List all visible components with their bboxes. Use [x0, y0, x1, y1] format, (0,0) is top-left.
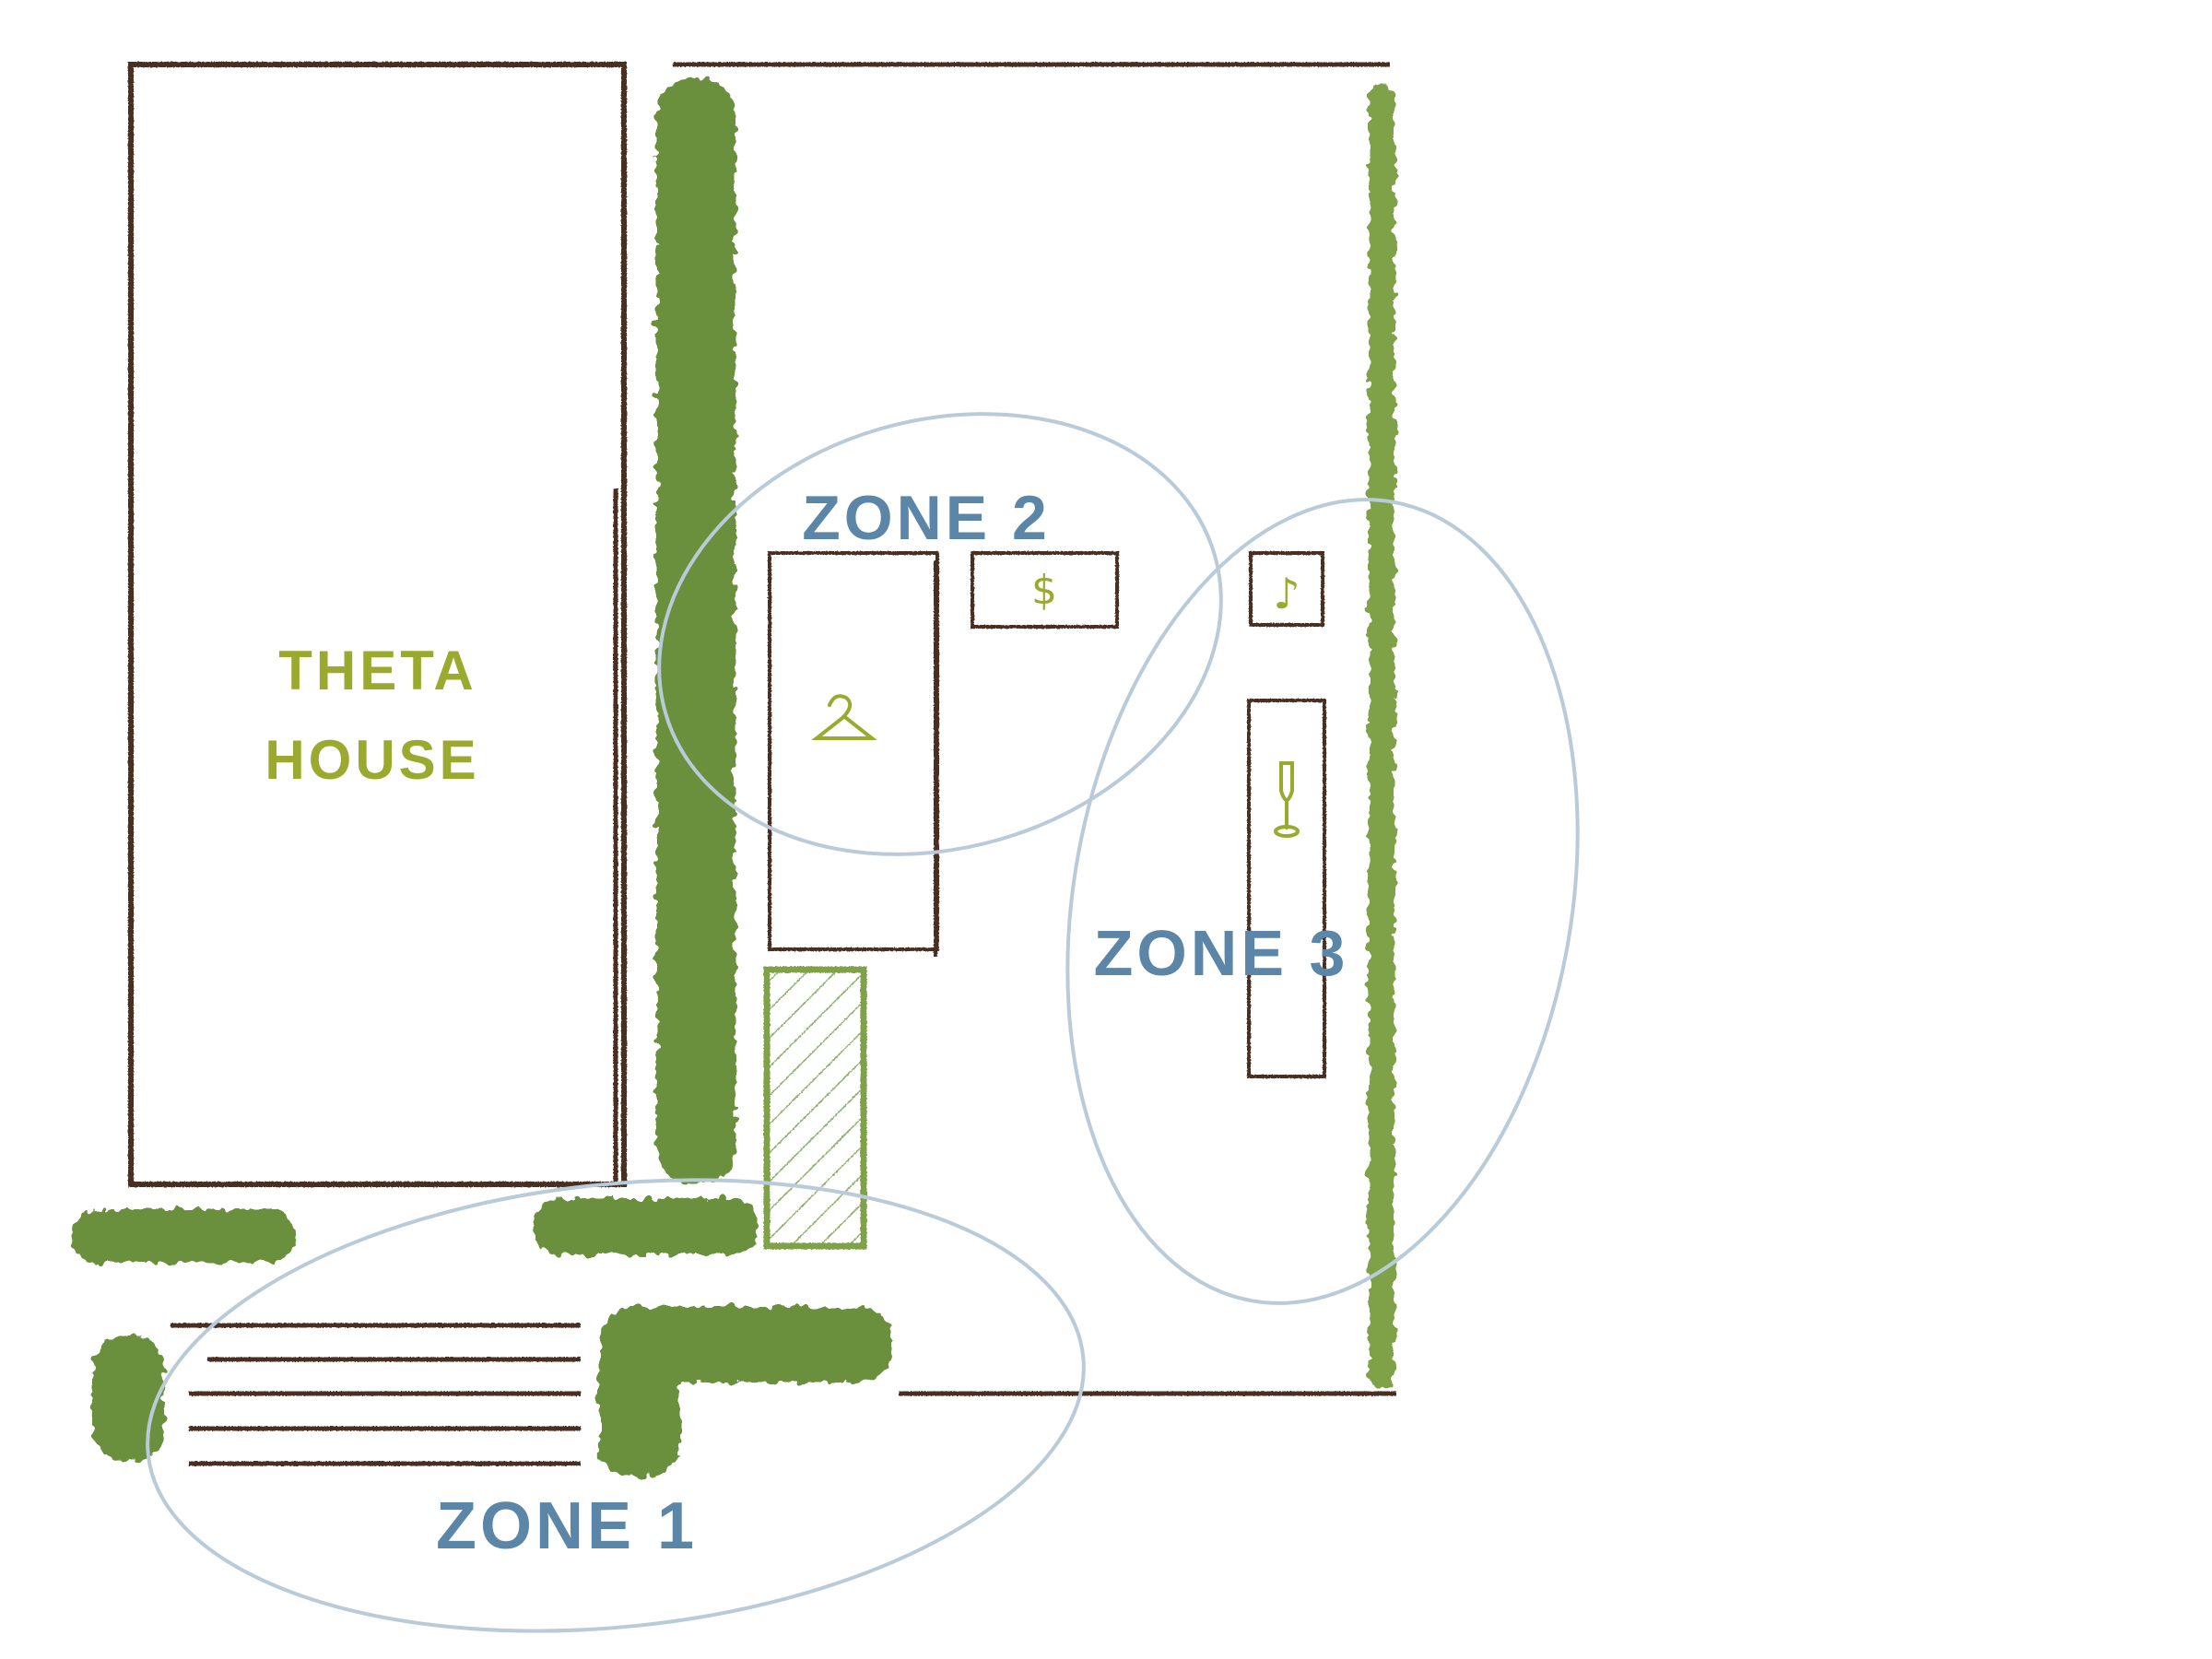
zone2-ring: [657, 412, 1223, 856]
music-note-icon: ♪: [1273, 569, 1300, 618]
hedge-l-vertical: [599, 1307, 680, 1477]
hedge-bottom-middle: [535, 1198, 758, 1255]
zone2-label: ZONE 2: [802, 483, 1051, 553]
dollar-icon: $: [1031, 567, 1057, 614]
stations: [768, 551, 1326, 1078]
hedges: [72, 78, 1394, 1477]
hedge-left-vertical: [656, 78, 735, 1184]
dj-table: [1249, 551, 1324, 627]
hatched-area: [763, 966, 867, 1250]
hanger-icon: [811, 694, 877, 740]
bar-table: [1247, 699, 1326, 1078]
coat-check-table: [768, 551, 939, 951]
hedge-right-vertical: [1369, 83, 1394, 1387]
zone3-ring: [1065, 498, 1580, 1305]
yard-boundary: [673, 62, 1396, 1396]
theta-house-building: [128, 62, 627, 1187]
zone1-ring: [146, 1178, 1086, 1633]
cashier-table: [971, 551, 1119, 629]
zone3-label: ZONE 3: [1094, 917, 1349, 989]
zone1-label: ZONE 1: [436, 1489, 698, 1563]
drink-icon: [1274, 761, 1300, 838]
building-label-line2: HOUSE: [265, 729, 479, 791]
hedge-bottom-left: [72, 1209, 295, 1263]
entry-steps: [171, 1323, 581, 1466]
building-label-line1: THETA: [278, 640, 477, 701]
hedge-bottom-post: [92, 1335, 164, 1462]
zone-rings: [146, 412, 1580, 1633]
